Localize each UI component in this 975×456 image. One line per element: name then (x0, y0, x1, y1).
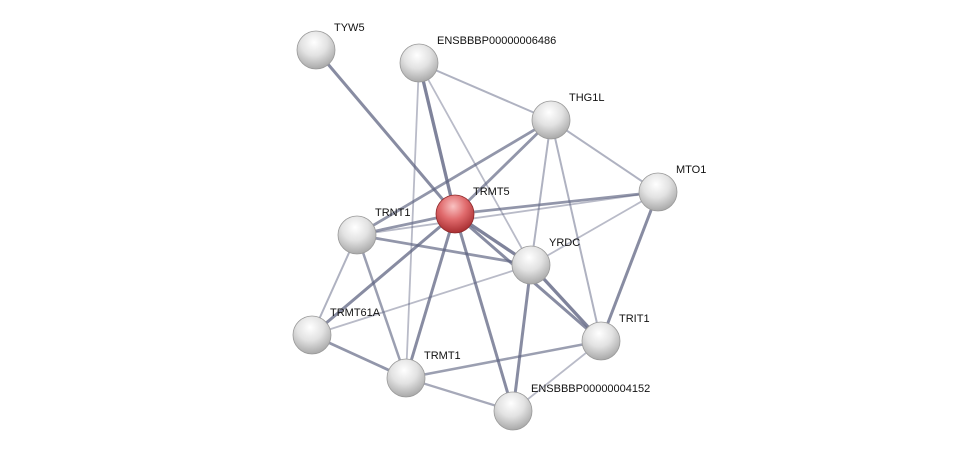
edge-ens6486-trmt5[interactable] (417, 62, 457, 215)
node-label: THG1L (569, 92, 604, 104)
node-label: TRMT1 (424, 350, 461, 362)
node-sphere[interactable] (435, 194, 475, 234)
node-sphere[interactable] (493, 391, 533, 431)
node-sphere[interactable] (292, 315, 332, 355)
node-mto1[interactable]: MTO1 (638, 164, 706, 212)
node-sphere[interactable] (638, 172, 678, 212)
edge-thg1l-mto1[interactable] (550, 119, 659, 193)
edge-ens6486-trmt1[interactable] (405, 62, 420, 379)
node-sphere[interactable] (386, 358, 426, 398)
node-label: TRMT61A (330, 307, 381, 319)
edge-thg1l-yrdc[interactable] (530, 119, 552, 266)
node-label: MTO1 (676, 164, 706, 176)
node-trnt1[interactable]: TRNT1 (337, 207, 410, 255)
node-sphere[interactable] (531, 100, 571, 140)
edge-yrdc-ens4152[interactable] (511, 264, 533, 412)
edge-tyw5-trmt5[interactable] (314, 49, 457, 215)
node-label: ENSBBBP00000004152 (531, 383, 650, 395)
edge-thg1l-trit1[interactable] (550, 119, 602, 342)
node-sphere[interactable] (337, 215, 377, 255)
edge-mto1-trmt5[interactable] (454, 190, 659, 216)
node-sphere[interactable] (511, 245, 551, 285)
edge-ens6486-thg1l[interactable] (418, 62, 552, 121)
node-label: TRIT1 (619, 313, 650, 325)
edge-trmt5-ens4152[interactable] (453, 213, 515, 412)
node-trmt1[interactable]: TRMT1 (386, 350, 461, 398)
edge-trmt1-trit1[interactable] (405, 339, 602, 380)
node-trmt61a[interactable]: TRMT61A (292, 307, 381, 355)
edge-mto1-trnt1[interactable] (356, 191, 659, 236)
node-yrdc[interactable]: YRDC (511, 237, 580, 285)
edge-trnt1-trmt1[interactable] (355, 234, 408, 379)
node-sphere[interactable] (399, 43, 439, 83)
node-ens4152[interactable]: ENSBBBP00000004152 (493, 383, 650, 431)
node-trit1[interactable]: TRIT1 (581, 313, 650, 361)
edge-trmt5-trmt1[interactable] (404, 213, 457, 379)
edge-trmt5-trmt61a[interactable] (311, 212, 456, 337)
edge-mto1-yrdc[interactable] (530, 191, 659, 266)
edge-yrdc-trmt61a[interactable] (311, 264, 532, 336)
edge-trnt1-yrdc[interactable] (356, 233, 532, 267)
node-trmt5[interactable]: TRMT5 (435, 186, 510, 234)
edge-thg1l-trmt5[interactable] (454, 118, 552, 216)
edge-thg1l-trnt1[interactable] (356, 118, 552, 237)
node-ens6486[interactable]: ENSBBBP00000006486 (399, 35, 556, 83)
node-label: ENSBBBP00000006486 (437, 35, 556, 47)
node-label: TRNT1 (375, 207, 410, 219)
node-sphere[interactable] (296, 30, 336, 70)
node-label: YRDC (549, 237, 580, 249)
node-tyw5[interactable]: TYW5 (296, 22, 365, 70)
node-sphere[interactable] (581, 321, 621, 361)
node-label: TYW5 (334, 22, 365, 34)
edge-mto1-trit1[interactable] (599, 191, 660, 342)
node-label: TRMT5 (473, 186, 510, 198)
node-thg1l[interactable]: THG1L (531, 92, 604, 140)
